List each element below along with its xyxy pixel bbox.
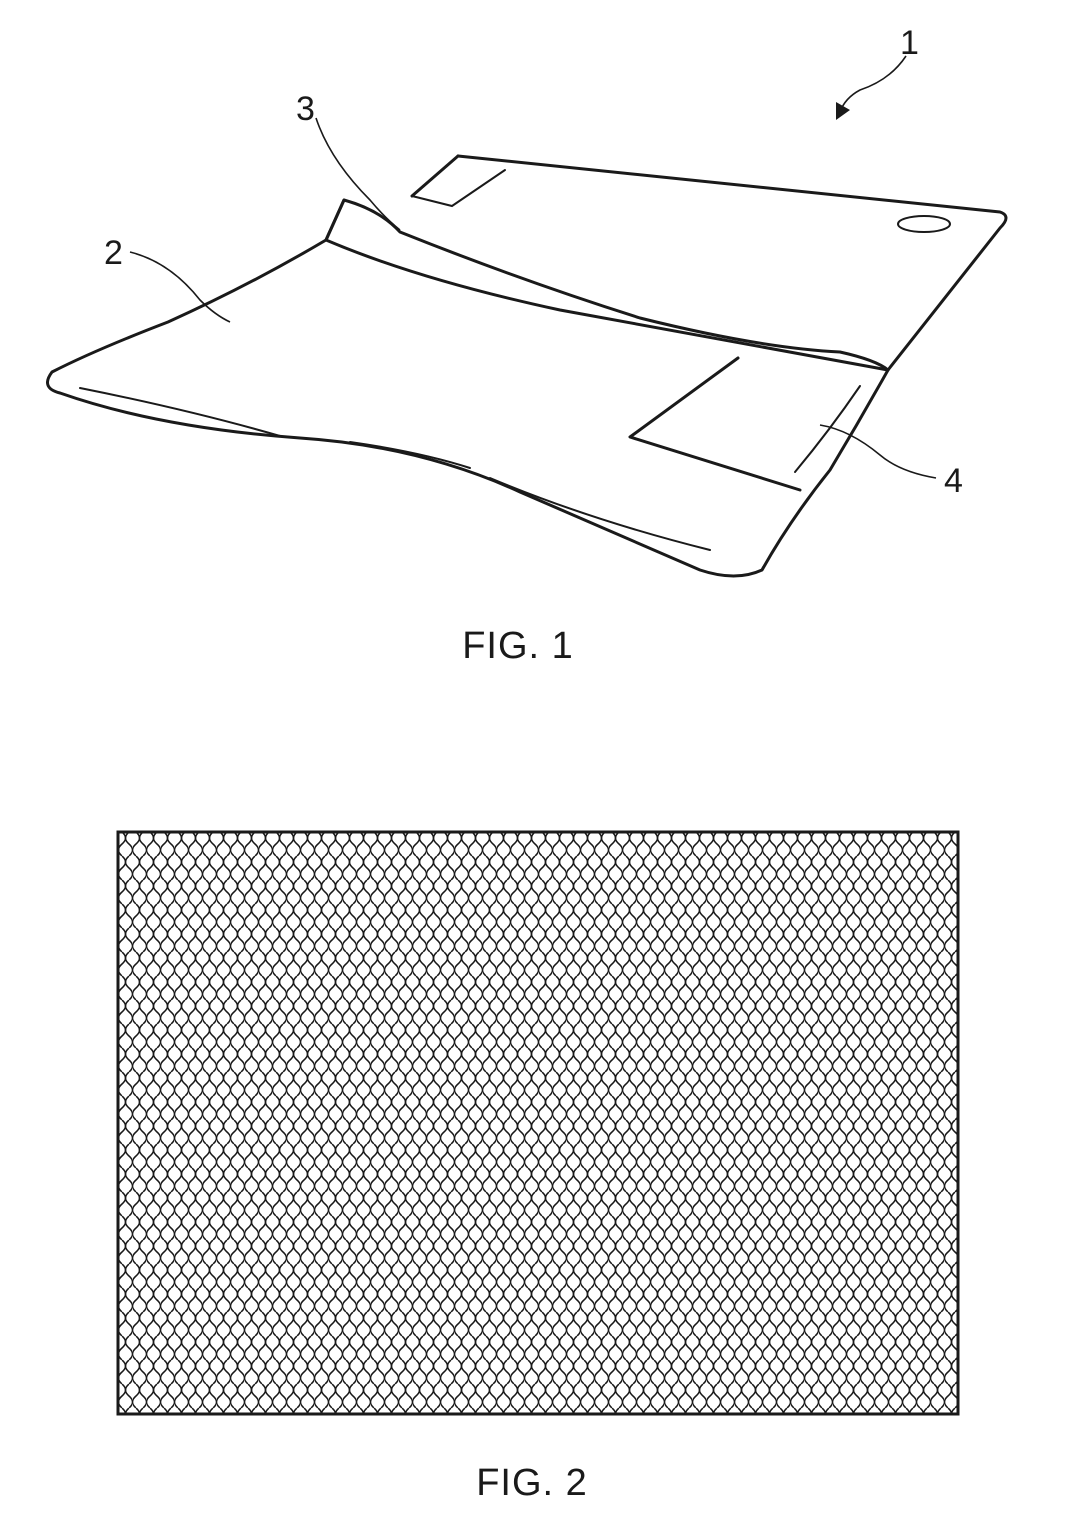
- figure-2: FIG. 2: [116, 830, 960, 1504]
- leader-1: [839, 55, 907, 113]
- sheet-inner-edge: [79, 387, 711, 551]
- sheet-outline: [46, 238, 890, 578]
- leader-2: [129, 251, 231, 323]
- leader-3: [315, 117, 401, 231]
- tab-inner-line: [794, 385, 861, 473]
- label-2: 2: [104, 234, 123, 272]
- wavy-knit-texture-panel: [118, 832, 958, 1414]
- rear-panel-left-edge: [410, 154, 460, 198]
- figure-1-caption: FIG. 1: [462, 625, 574, 667]
- label-4: 4: [944, 462, 963, 500]
- flap-outline: [324, 198, 890, 372]
- figure-1: 1 2 3 4 FIG. 1: [46, 24, 1008, 667]
- leader-4: [819, 424, 937, 479]
- arrowhead-1: [836, 102, 850, 120]
- rear-tab-outline: [411, 169, 506, 208]
- rear-panel-outline: [456, 154, 1008, 372]
- hanging-hole: [897, 215, 951, 233]
- label-3: 3: [296, 90, 315, 128]
- figure-2-caption: FIG. 2: [476, 1462, 588, 1504]
- flap-fold-edge: [324, 198, 890, 372]
- texture-panel-border: [116, 830, 960, 1416]
- tab-outline: [628, 356, 802, 492]
- label-1: 1: [900, 24, 919, 62]
